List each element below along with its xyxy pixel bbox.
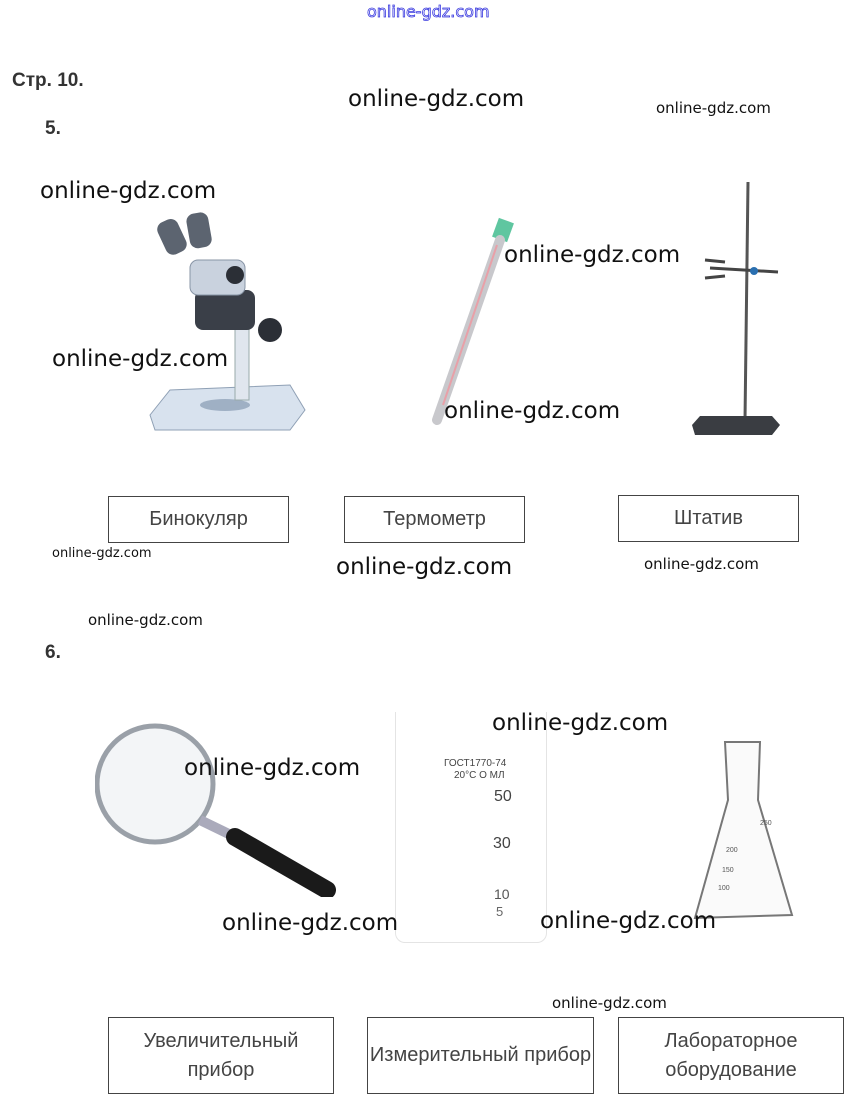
watermark: online-gdz.com [540,908,717,934]
binocular-microscope-image [149,212,306,431]
label-box-thermometer: Термометр [344,496,525,543]
label-box-binocular: Бинокуляр [108,496,289,543]
watermark: online-gdz.com [52,546,152,561]
beaker-marking-units: 20°С О МЛ [454,770,505,781]
watermark: online-gdz.com [367,2,490,22]
thermometer-image [432,217,514,425]
watermark: online-gdz.com [222,910,399,936]
flask-scale-200: 200 [726,847,738,854]
watermark: online-gdz.com [444,398,621,424]
watermark: online-gdz.com [656,99,771,117]
watermark: online-gdz.com [644,555,759,573]
beaker-scale-10: 10 [494,886,510,902]
lab-stand-image [692,181,780,435]
flask-scale-250: 250 [760,820,772,827]
beaker-scale-30: 30 [493,835,511,852]
task-number-6: 6. [45,642,61,663]
page-label: Стр. 10. [12,70,84,91]
label-box-measuring: Измерительный прибор [367,1017,594,1094]
flask-scale-100: 100 [718,885,730,892]
beaker-scale-5: 5 [496,904,504,919]
label-box-stand: Штатив [618,495,799,542]
watermark: online-gdz.com [504,242,681,268]
magnifying-glass-image [95,723,336,897]
task-number-5: 5. [45,118,61,139]
watermark: online-gdz.com [40,178,217,204]
erlenmeyer-flask-image [693,741,794,920]
beaker-scale-50: 50 [494,788,512,805]
watermark: online-gdz.com [348,86,525,112]
watermark: online-gdz.com [336,554,513,580]
measuring-beaker-image: ГОСТ1770-74 20°С О МЛ 50 30 10 5 [395,712,547,943]
label-box-lab-equipment: Лабораторное оборудование [618,1017,844,1094]
watermark: online-gdz.com [88,611,203,629]
watermark: online-gdz.com [52,346,229,372]
watermark: online-gdz.com [552,994,667,1012]
label-box-magnifier: Увеличительный прибор [108,1017,334,1094]
watermark: online-gdz.com [184,755,361,781]
flask-scale-150: 150 [722,867,734,874]
beaker-marking-gost: ГОСТ1770-74 [444,758,507,769]
watermark: online-gdz.com [492,710,669,736]
